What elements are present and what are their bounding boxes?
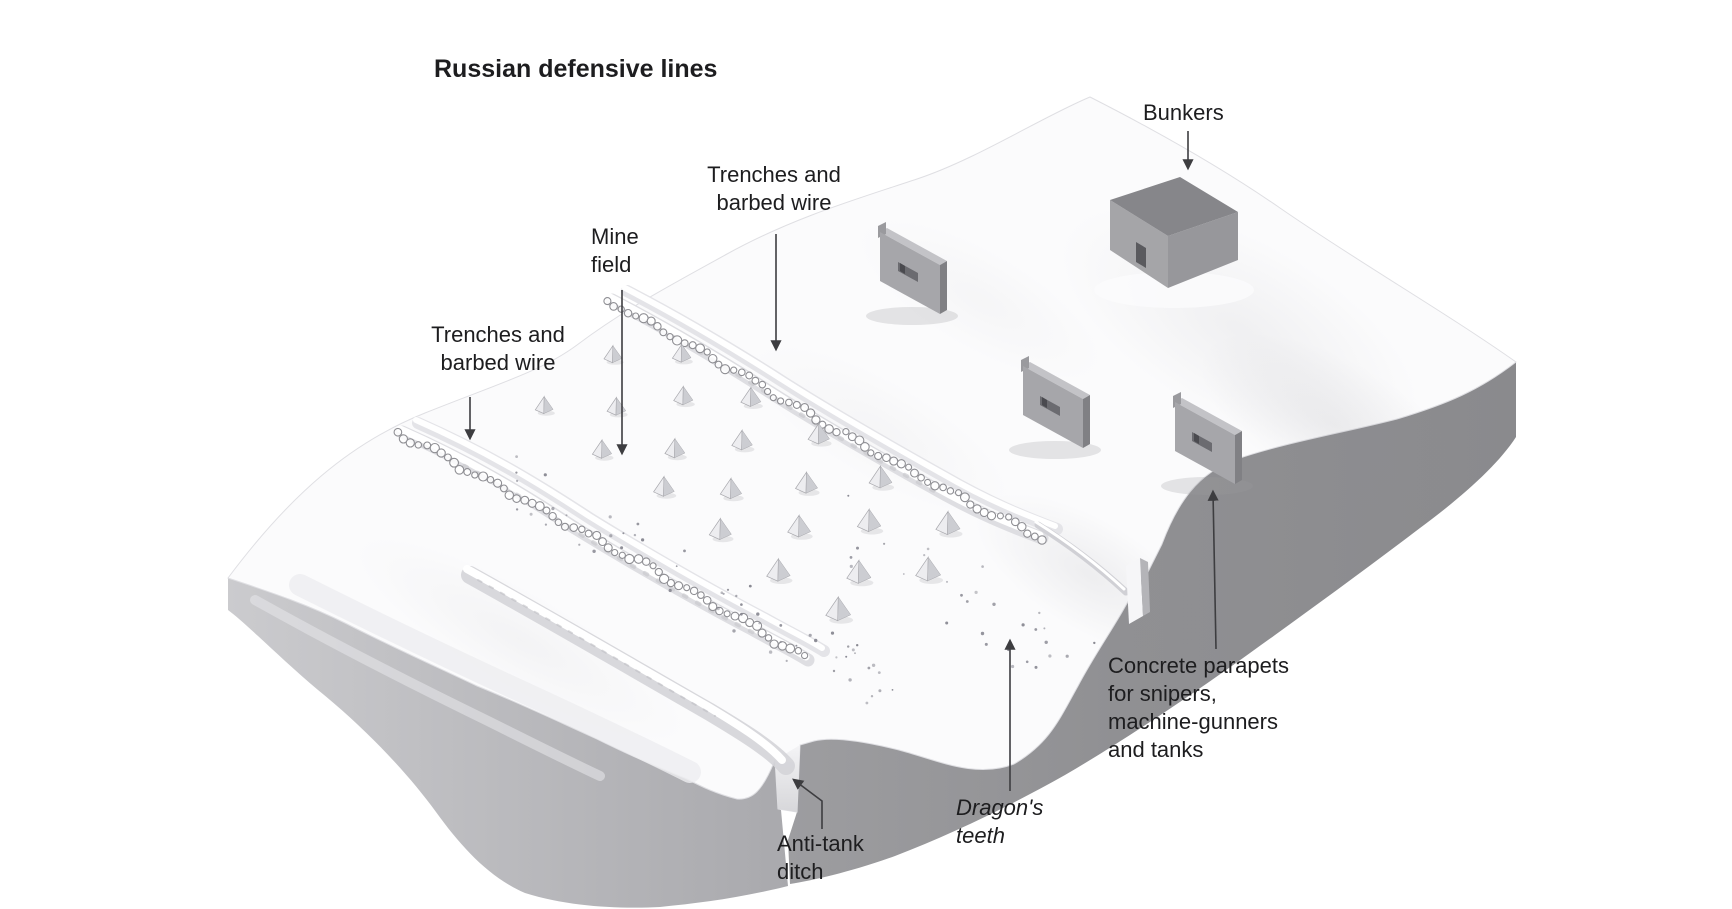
concrete-parapets-arrow <box>1207 489 1219 650</box>
dragon-tooth <box>868 464 895 491</box>
dragon-tooth <box>591 438 614 461</box>
dragon-tooth <box>653 475 677 499</box>
dragon-tooth <box>787 514 813 540</box>
dragon-tooth <box>731 429 755 453</box>
dragon-tooth <box>935 510 963 538</box>
terrain-step <box>1034 520 1150 624</box>
dragon-tooth <box>664 437 687 461</box>
barbed-wire-row-rear <box>603 297 1047 545</box>
dragon-tooth <box>708 517 734 543</box>
label-trenches-barbed-wire-right: Trenches and barbed wire <box>707 162 841 215</box>
dragon-tooth <box>603 344 624 365</box>
parapet-2 <box>1009 356 1101 459</box>
dragon-tooth <box>825 595 854 624</box>
mine-field-dots <box>515 455 1096 705</box>
label-mine-field: Mine field <box>591 224 639 277</box>
dragon-tooth <box>606 396 628 418</box>
label-concrete-parapets: Concrete parapets for snipers, machine-g… <box>1108 653 1289 762</box>
callout-arrows <box>464 131 1219 829</box>
lowland-streaks <box>250 574 701 783</box>
parapet-1 <box>866 222 958 325</box>
dragon-tooth <box>719 477 744 502</box>
dragon-tooth <box>846 559 874 587</box>
dragon-tooth <box>673 385 695 408</box>
dragon-tooth <box>915 556 944 584</box>
dragon-tooth <box>856 508 884 535</box>
label-bunkers: Bunkers <box>1143 100 1224 125</box>
anti-tank-arrow <box>792 778 823 829</box>
bunker-structure <box>1094 177 1254 308</box>
parapet-3 <box>1161 392 1253 495</box>
label-anti-tank-ditch: Anti-tank ditch <box>777 831 864 884</box>
barbed-wire-row-front <box>393 427 809 660</box>
dragons-teeth-field <box>534 343 963 624</box>
dragon-tooth <box>807 422 832 447</box>
dragon-tooth <box>534 395 555 416</box>
dragon-tooth <box>794 471 820 496</box>
label-dragons-teeth: Dragon's teeth <box>956 795 1044 848</box>
dragon-tooth <box>740 386 763 409</box>
dragon-tooth <box>671 343 693 365</box>
page-title: Russian defensive lines <box>434 55 718 83</box>
dragon-tooth <box>766 557 793 584</box>
label-trenches-barbed-wire-left: Trenches and barbed wire <box>431 322 565 375</box>
anti-tank-ditch-groove <box>461 565 795 775</box>
